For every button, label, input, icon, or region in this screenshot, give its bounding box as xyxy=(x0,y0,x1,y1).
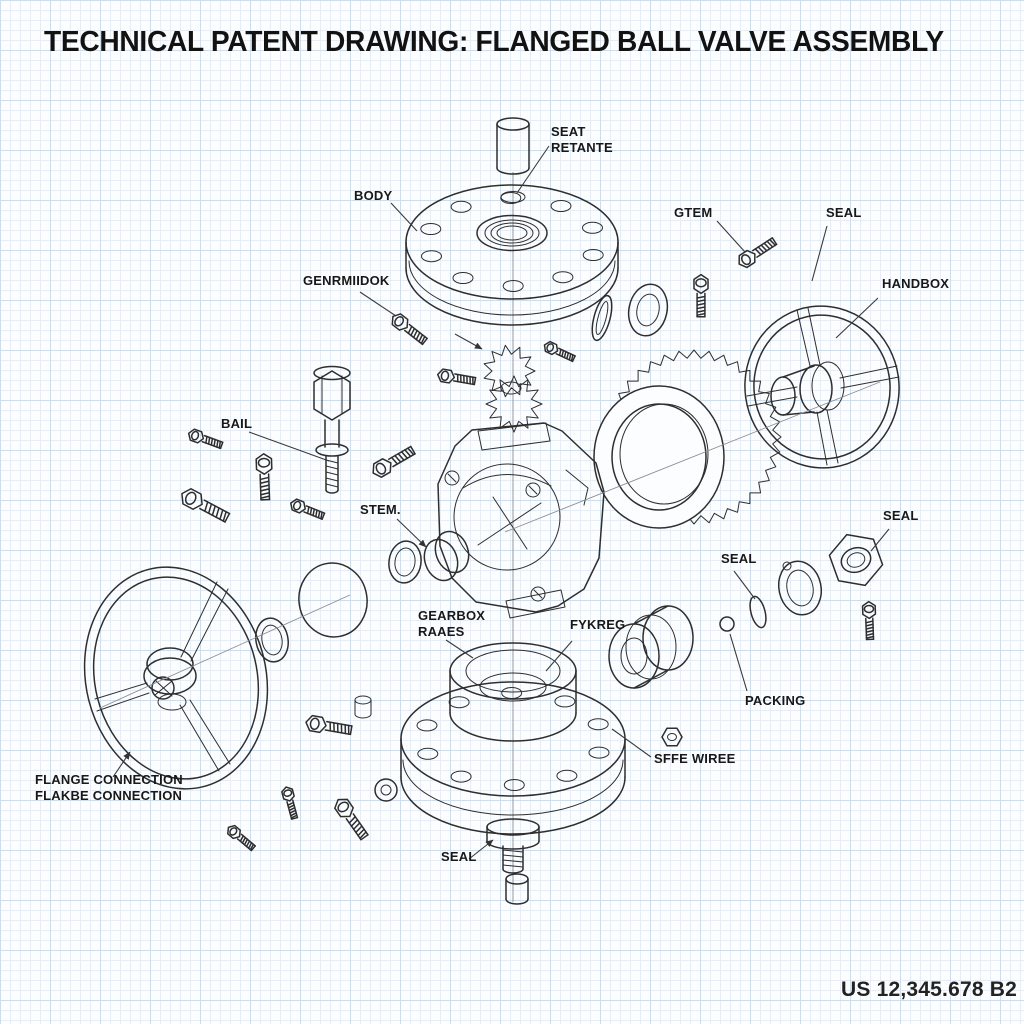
seal-rings xyxy=(255,283,823,802)
patent-number: US 12,345.678 B2 xyxy=(841,978,1017,1001)
label-genrmidok: GENRMIIDOK xyxy=(303,273,390,288)
label-body: BODY xyxy=(354,188,393,203)
ring-gear xyxy=(593,349,782,529)
grooved-roller xyxy=(608,605,694,689)
handwheel-right xyxy=(744,305,900,469)
handwheel-left xyxy=(83,566,269,790)
hex-nut xyxy=(661,727,683,747)
top-flange-body xyxy=(405,184,619,326)
label-gearbox-raaes: GEARBOX RAAES xyxy=(418,608,486,640)
bottom-cap-screw xyxy=(486,818,540,874)
label-packing: PACKING xyxy=(745,693,806,708)
label-seal-bottom: SEAL xyxy=(441,849,477,864)
fastener-bolts xyxy=(177,234,877,853)
label-sffe-wiree: SFFE WIREE xyxy=(654,751,736,766)
label-seat-retainer: SEAT RETANTE xyxy=(551,124,613,156)
label-seal-mid: SEAL xyxy=(721,551,757,566)
stem-adapter xyxy=(313,365,351,494)
stud xyxy=(354,695,372,719)
label-gtem: GTEM xyxy=(674,205,713,220)
valve-body xyxy=(423,422,605,619)
label-fykreg: FYKREG xyxy=(570,617,626,632)
bottom-pin xyxy=(505,873,529,905)
label-bail: BAIL xyxy=(221,416,253,431)
leader-lines xyxy=(112,145,890,860)
drawing-title: TECHNICAL PATENT DRAWING: FLANGED BALL V… xyxy=(44,26,944,58)
label-seal-top: SEAL xyxy=(826,205,862,220)
label-seal-right: SEAL xyxy=(883,508,919,523)
axis-line-left xyxy=(99,594,351,709)
label-handbox: HANDBOX xyxy=(882,276,950,291)
stem-pin xyxy=(496,117,530,175)
worm-gear xyxy=(483,344,543,433)
label-flange-connection: FLANGE CONNECTION FLAKBE CONNECTION xyxy=(35,772,183,804)
gland-nut xyxy=(828,533,884,587)
axis-line-right xyxy=(504,381,881,533)
label-stem: STEM. xyxy=(360,502,401,517)
disc xyxy=(298,562,368,638)
